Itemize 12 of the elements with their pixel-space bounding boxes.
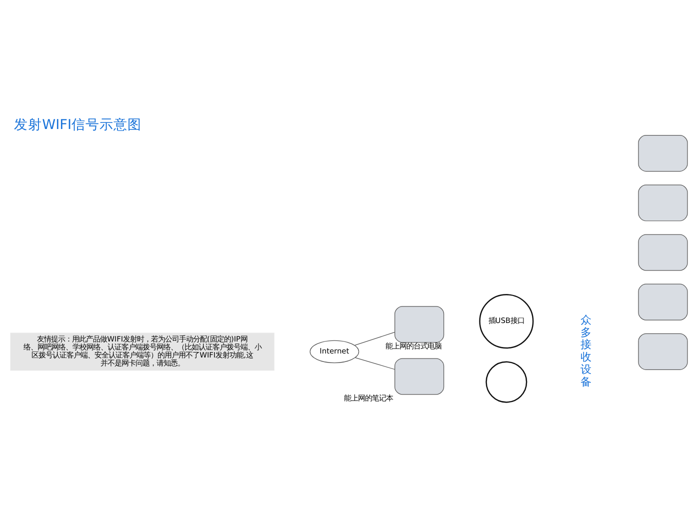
node-box (638, 134, 688, 172)
node-box (638, 234, 688, 270)
node-box (638, 332, 688, 370)
node-box (638, 184, 688, 221)
diagram-title: 发射WIFI信号示意图 (14, 116, 142, 132)
node-box (638, 283, 688, 320)
label: 众多接收设备 (580, 312, 592, 388)
connector (354, 356, 396, 370)
node-circle (486, 360, 528, 402)
node-box (394, 358, 444, 394)
node-box (394, 306, 444, 342)
connector (354, 331, 396, 346)
